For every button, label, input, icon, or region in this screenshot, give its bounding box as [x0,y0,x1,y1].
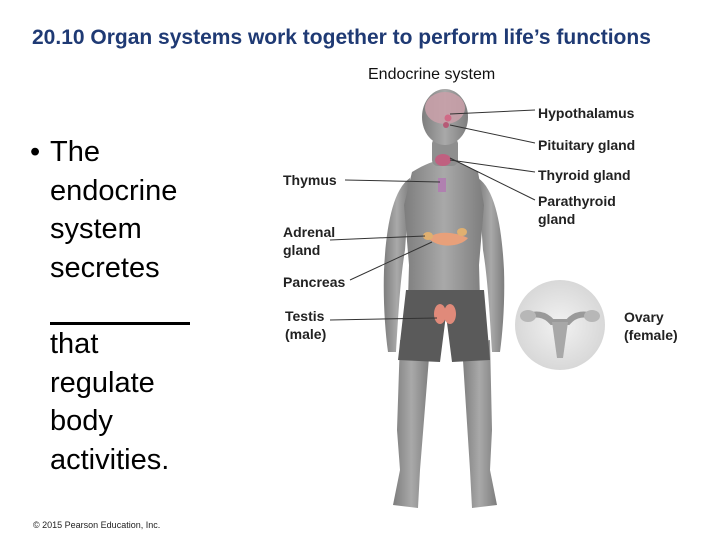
bullet-line: The [50,136,100,168]
diagram-title: Endocrine system [368,66,496,83]
copyright-notice: © 2015 Pearson Education, Inc. [33,520,161,530]
label-testis: Testis (male) [285,308,327,342]
pancreas-gland [428,232,468,246]
thyroid-gland [435,154,451,166]
leader-line-testis [329,317,438,321]
body-arm-right [478,178,505,352]
leader-line-hypothalamus [449,109,536,115]
body-shorts [398,290,490,362]
leader-line-pancreas [349,241,433,281]
leader-line-pituitary [449,124,536,144]
fill-in-blank [50,287,190,325]
ovary-inset [515,280,605,370]
body-arm-left [383,178,410,352]
bullet-line: endocrine [50,174,178,207]
body-torso [404,160,484,300]
leader-lines [329,109,536,321]
bullet-line: secretes [50,251,160,284]
bullet-text: The endocrine system secretes that regul… [50,133,230,479]
testis-gland [434,304,446,324]
label-thymus: Thymus [283,172,337,188]
slide-title: 20.10 Organ systems work together to per… [32,26,651,49]
bullet-line: that [50,328,99,360]
leader-line-parathyroid [449,157,536,201]
adrenal-gland [457,228,467,236]
body-legs [462,340,497,508]
brain [425,92,465,124]
body-legs [393,340,430,508]
pituitary-gland [443,122,449,128]
bullet-marker: • [30,136,41,168]
bullet-line: activities. [50,443,170,476]
bullet-line: body [50,405,113,437]
label-hypothalamus: Hypothalamus [538,105,635,121]
thymus-gland [438,178,446,192]
hypothalamus-gland [444,114,452,122]
label-pituitary-gland: Pituitary gland [538,137,636,153]
adrenal-gland [423,232,433,240]
human-body [383,89,505,508]
testis-gland [444,304,456,324]
leader-line-thymus [344,179,441,183]
label-adrenal-gland: Adrenal gland [283,224,336,258]
label-pancreas: Pancreas [283,274,346,290]
label-thyroid-gland: Thyroid gland [538,167,631,183]
bullet-line: system [50,213,142,245]
leader-line-thyroid [449,159,536,173]
bullet-line: regulate [50,366,155,399]
leader-line-adrenal [329,235,426,241]
label-parathyroid-gland: Parathyroid gland [538,193,616,227]
label-ovary: Ovary (female) [624,309,678,343]
